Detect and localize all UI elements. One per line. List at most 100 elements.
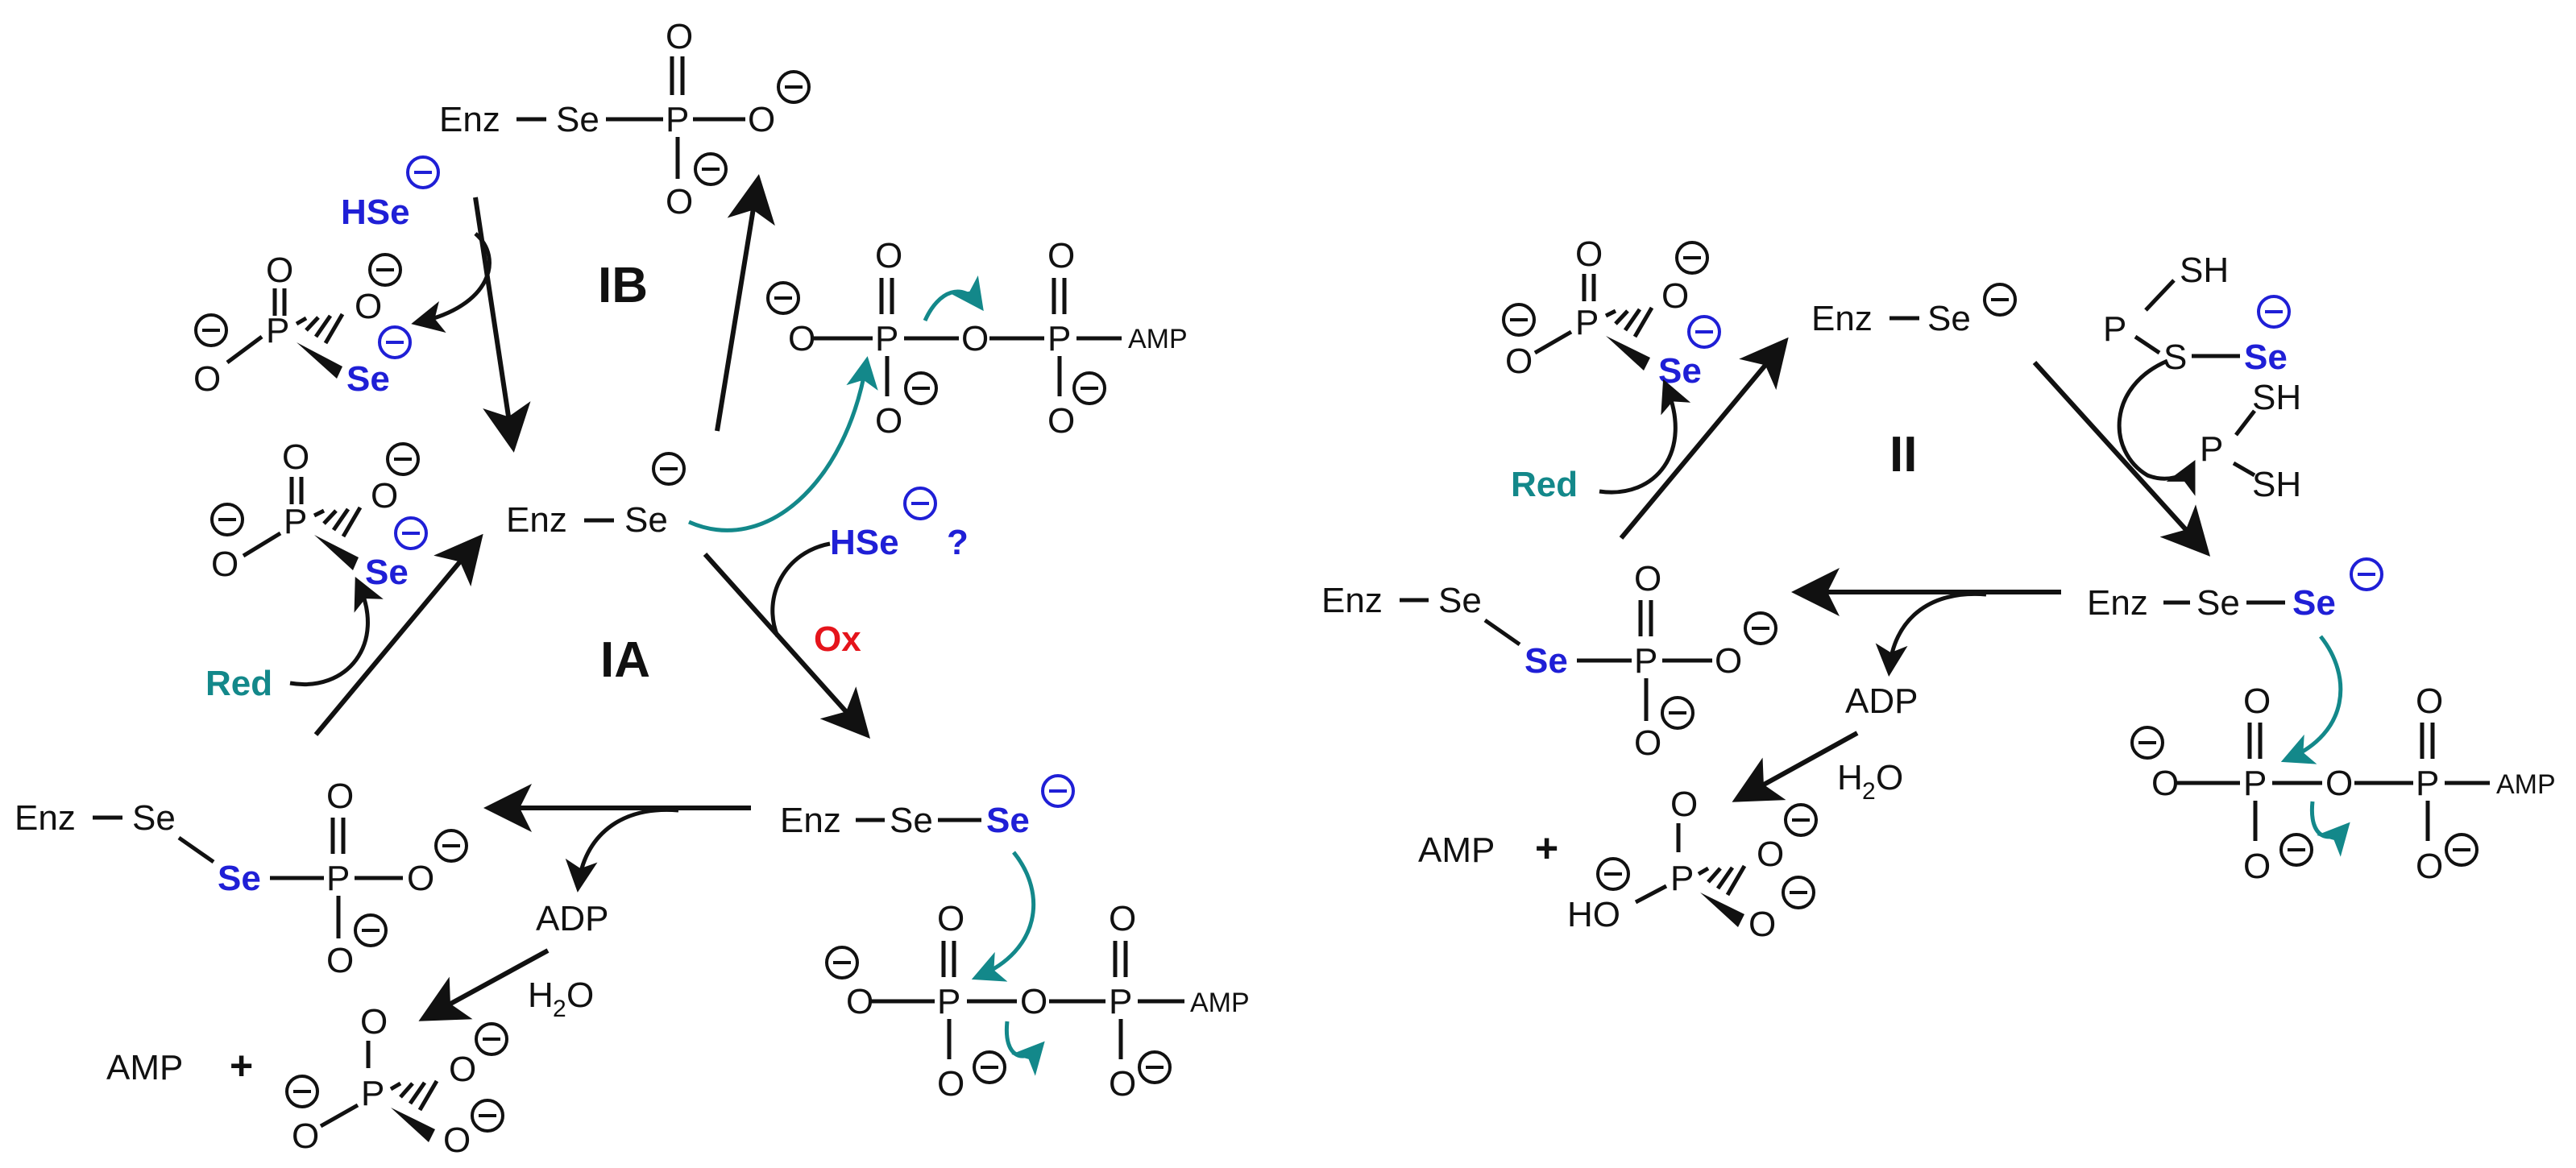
arrow-oxidation (703, 552, 871, 739)
svg-text:Enz: Enz (2087, 583, 2148, 623)
water-label-right: H 2 O (1837, 758, 1903, 805)
svg-text:O: O (2325, 764, 2353, 803)
svg-text:S: S (2163, 338, 2187, 377)
svg-text:O: O (1715, 641, 1742, 681)
svg-text:AMP: AMP (1128, 324, 1188, 354)
curved-arrow-red-left (289, 576, 384, 686)
amp-label-left: AMP (106, 1048, 183, 1087)
curved-arrow-release-selenophosphate (411, 232, 492, 333)
svg-text:P: P (1634, 641, 1657, 681)
svg-text:Enz: Enz (439, 100, 500, 139)
curved-arrow-adp-release-right (1875, 591, 1987, 677)
phosphate-left: O P O O O (285, 1002, 508, 1160)
svg-text:O: O (1505, 342, 1533, 381)
amp-label-right: AMP (1418, 830, 1495, 870)
svg-text:P: P (326, 859, 350, 898)
teal-arrow-bond-break-upper (923, 275, 984, 322)
svg-text:O: O (2416, 681, 2443, 721)
svg-text:O: O (2416, 847, 2443, 886)
water-label-left: H 2 O (528, 975, 594, 1022)
svg-text:Se: Se (1524, 641, 1568, 681)
svg-text:O: O (443, 1120, 471, 1160)
svg-text:Enz: Enz (15, 798, 76, 838)
svg-text:O: O (1020, 982, 1047, 1021)
svg-text:SH: SH (2180, 251, 2229, 290)
phosphate-right: O P O HO O (1567, 785, 1818, 944)
teal-arrow-diselenide-attack-right (2280, 635, 2343, 764)
arrow-reduction-left (313, 533, 483, 736)
svg-text:O: O (1670, 785, 1698, 824)
enzyme-diselenide-right: Enz Se Se (2087, 557, 2383, 623)
cycle-label-ib: IB (598, 258, 648, 313)
svg-text:O: O (875, 401, 902, 441)
svg-text:O: O (1109, 899, 1136, 938)
atp-lower-left: O P O O P O AMP O O (825, 899, 1250, 1104)
reductant-label-left: Red (205, 664, 272, 703)
svg-text:O: O (282, 437, 309, 477)
svg-text:O: O (1047, 236, 1075, 275)
svg-text:O: O (407, 859, 434, 898)
svg-text:P: P (361, 1074, 384, 1113)
arrow-hse-to-center (473, 197, 531, 453)
persulfide-selenide-reagent: SH P S Se (2103, 251, 2291, 377)
svg-text:O: O (266, 251, 293, 290)
svg-text:O: O (1575, 234, 1603, 274)
svg-text:P: P (1670, 859, 1694, 898)
enzyme-selenophosphate-top: Enz Se P O O O (439, 17, 811, 222)
svg-text:Se: Se (1927, 299, 1971, 338)
enzyme-diselenide-left: Enz Se Se (780, 774, 1075, 840)
svg-text:P: P (266, 311, 289, 350)
teal-arrow-bond-break-lower-left (1004, 1021, 1045, 1076)
svg-text:2: 2 (1862, 778, 1876, 805)
svg-text:O: O (875, 236, 902, 275)
svg-text:Se: Se (218, 859, 261, 898)
svg-text:P: P (2103, 309, 2126, 349)
svg-text:O: O (360, 1002, 388, 1042)
svg-text:O: O (748, 100, 775, 139)
svg-text:Se: Se (2292, 583, 2336, 623)
svg-text:O: O (326, 777, 354, 816)
svg-text:AMP: AMP (1190, 988, 1250, 1018)
svg-text:O: O (846, 982, 873, 1021)
svg-text:O: O (666, 17, 693, 56)
arrow-selenium-transfer (2032, 360, 2211, 557)
teal-arrow-center-attack (687, 356, 878, 532)
svg-text:O: O (937, 1064, 964, 1104)
svg-text:O: O (2243, 681, 2271, 721)
svg-text:Se: Se (890, 801, 933, 840)
svg-text:O: O (937, 899, 964, 938)
enzyme-selenide-center: Enz Se (506, 452, 686, 540)
svg-text:Enz: Enz (1321, 581, 1383, 620)
svg-text:O: O (1109, 1064, 1136, 1104)
svg-text:Se: Se (1438, 581, 1482, 620)
svg-text:P: P (875, 319, 898, 358)
svg-text:O: O (1757, 835, 1784, 874)
svg-text:HSe: HSe (341, 193, 410, 232)
svg-text:2: 2 (553, 996, 566, 1022)
svg-text:Se: Se (365, 553, 409, 592)
enzyme-selenoselenophosphate-right: Enz Se Se P O O O (1321, 559, 1777, 763)
svg-text:P: P (284, 502, 307, 541)
svg-text:Se: Se (1658, 351, 1702, 391)
svg-text:O: O (1047, 401, 1075, 441)
svg-text:P: P (666, 100, 689, 139)
adp-label-right: ADP (1845, 681, 1918, 721)
enzyme-selenoselenophosphate-left: Enz Se Se P O O O (15, 777, 468, 980)
svg-text:P: P (937, 982, 960, 1021)
enzyme-selenide-right: Enz Se (1811, 283, 2017, 338)
svg-text:O: O (193, 359, 221, 399)
svg-text:O: O (1634, 723, 1661, 763)
atp-upper: O P O O P O AMP O O (766, 236, 1188, 441)
svg-text:O: O (326, 941, 354, 980)
oxidant-label: Ox (814, 619, 861, 659)
svg-text:P: P (1575, 303, 1599, 342)
svg-text:P: P (2200, 429, 2223, 469)
teal-arrow-diselenide-attack-left (971, 851, 1036, 982)
svg-text:AMP: AMP (2496, 769, 2556, 800)
svg-text:O: O (371, 476, 398, 516)
svg-text:O: O (1748, 905, 1776, 944)
svg-text:O: O (961, 319, 989, 358)
cycle-label-ii: II (1889, 427, 1917, 483)
cycle-label-ia: IA (600, 632, 650, 688)
arrow-reduction-right (1619, 337, 1789, 540)
